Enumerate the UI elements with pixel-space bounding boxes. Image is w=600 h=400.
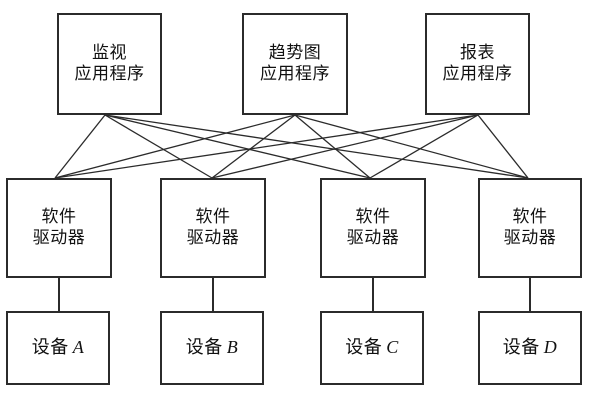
node-label-line: 驱动器	[186, 228, 240, 247]
node-driver-b[interactable]: 软件驱动器	[160, 178, 266, 278]
connector-app-monitor-to-driver-d	[104, 114, 529, 179]
connector-app-trend-to-driver-d	[294, 114, 529, 179]
node-driver-a[interactable]: 软件驱动器	[6, 178, 112, 278]
device-label: 设备	[502, 337, 540, 358]
connector-app-monitor-to-driver-a	[54, 114, 106, 179]
connector-app-report-to-driver-b	[211, 114, 479, 179]
connector-app-report-to-driver-a	[54, 114, 479, 179]
connector-app-monitor-to-driver-b	[104, 114, 213, 179]
node-label-line: 报表	[460, 43, 495, 63]
device-identifier: D	[543, 337, 558, 358]
node-label-line: 软件	[195, 207, 231, 227]
node-label-line: 驱动器	[503, 228, 557, 247]
node-label-line: 软件	[355, 207, 391, 227]
node-label-line: 软件	[41, 207, 77, 227]
node-app-trend[interactable]: 趋势图应用程序	[242, 13, 348, 115]
node-label-line: 软件	[512, 207, 548, 227]
device-label: 设备	[31, 337, 69, 358]
device-identifier: C	[386, 337, 399, 358]
connector-app-report-to-driver-d	[477, 114, 529, 179]
node-label-line: 驱动器	[32, 228, 86, 247]
node-driver-c[interactable]: 软件驱动器	[320, 178, 426, 278]
device-label: 设备	[185, 337, 223, 358]
device-label: 设备	[345, 337, 383, 358]
node-app-report[interactable]: 报表应用程序	[425, 13, 530, 115]
node-driver-d[interactable]: 软件驱动器	[478, 178, 582, 278]
node-label-line: 趋势图	[268, 43, 322, 63]
connector-app-monitor-to-driver-c	[104, 114, 371, 179]
device-identifier: A	[72, 337, 85, 358]
connector-app-report-to-driver-c	[369, 114, 479, 179]
connector-app-trend-to-driver-c	[294, 114, 371, 179]
connector-app-trend-to-driver-a	[54, 114, 296, 179]
node-label-line: 应用程序	[260, 64, 330, 83]
device-identifier: B	[226, 337, 239, 358]
node-app-monitor[interactable]: 监视应用程序	[57, 13, 162, 115]
node-label-line: 应用程序	[74, 64, 145, 83]
node-label-line: 驱动器	[346, 228, 400, 247]
node-label-line: 应用程序	[442, 64, 513, 83]
connector-app-trend-to-driver-b	[211, 114, 296, 179]
node-label-line: 监视	[92, 43, 127, 63]
